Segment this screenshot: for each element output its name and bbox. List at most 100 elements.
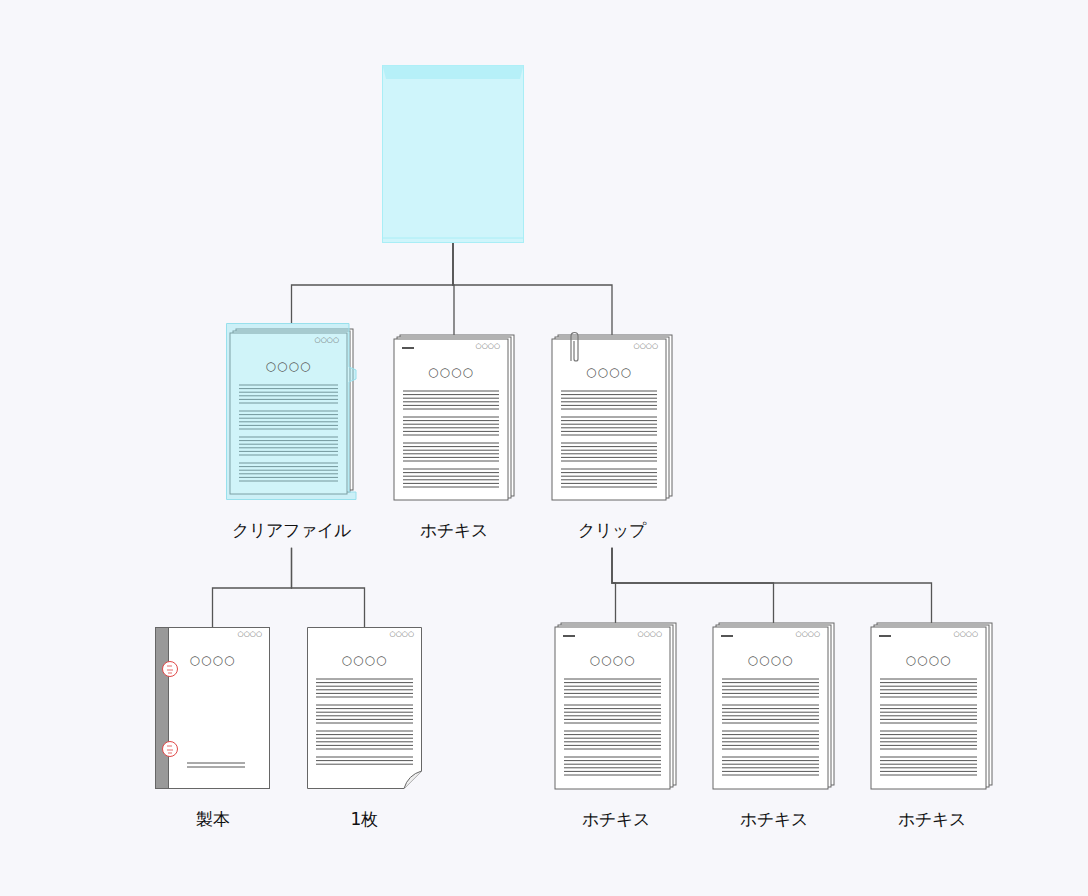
text-line xyxy=(316,760,413,761)
text-line xyxy=(564,712,661,713)
text-line xyxy=(564,734,661,735)
tree-connector xyxy=(453,243,612,335)
text-line xyxy=(564,764,661,765)
text-line xyxy=(880,731,977,732)
text-line xyxy=(316,719,413,720)
text-line xyxy=(403,450,499,451)
seal-mark xyxy=(167,746,173,753)
text-line xyxy=(880,712,977,713)
text-line xyxy=(316,705,413,706)
text-line xyxy=(403,405,499,406)
binding-strip xyxy=(156,628,169,789)
text-line xyxy=(316,708,413,709)
document-illustration xyxy=(394,335,514,500)
title-mark: ○○○○ xyxy=(586,366,632,379)
text-line xyxy=(564,741,661,742)
text-line xyxy=(561,391,657,392)
document-node: ○○○○○○○○クリップ xyxy=(552,335,672,500)
text-line xyxy=(403,401,499,402)
text-line xyxy=(880,723,977,724)
staple xyxy=(563,635,575,637)
envelope xyxy=(383,66,524,243)
text-line xyxy=(403,487,499,488)
caption: 製本 xyxy=(196,810,230,829)
text-line xyxy=(561,435,657,436)
staple xyxy=(402,347,414,349)
text-line xyxy=(403,409,499,410)
text-line xyxy=(561,450,657,451)
text-line xyxy=(316,679,413,680)
text-line xyxy=(564,775,661,776)
caption: クリアファイル xyxy=(232,521,351,540)
text-line xyxy=(564,760,661,761)
document-illustration xyxy=(555,623,676,789)
text-line xyxy=(561,469,657,470)
text-line xyxy=(561,409,657,410)
document-illustration xyxy=(713,623,834,789)
title-mark: ○○○○ xyxy=(428,366,474,379)
text-line xyxy=(316,745,413,746)
text-line xyxy=(722,771,819,772)
text-line xyxy=(722,723,819,724)
text-line xyxy=(403,476,499,477)
text-line xyxy=(316,686,413,687)
text-line xyxy=(561,479,657,480)
text-line xyxy=(880,760,977,761)
text-line xyxy=(880,771,977,772)
text-line xyxy=(880,749,977,750)
text-line xyxy=(722,719,819,720)
text-line xyxy=(880,715,977,716)
tree-connector xyxy=(292,243,454,323)
text-line xyxy=(880,719,977,720)
title-mark: ○○○○ xyxy=(342,654,388,667)
text-line xyxy=(722,715,819,716)
text-line xyxy=(564,686,661,687)
text-line xyxy=(880,764,977,765)
text-line xyxy=(561,405,657,406)
text-line xyxy=(722,738,819,739)
document-illustration xyxy=(155,627,270,789)
text-line xyxy=(316,738,413,739)
seal-stamp xyxy=(163,662,178,677)
bound-cover xyxy=(156,628,270,789)
text-line xyxy=(403,469,499,470)
text-line xyxy=(564,757,661,758)
single-sheet xyxy=(308,628,422,789)
staple xyxy=(879,635,891,637)
cover-line xyxy=(187,767,245,768)
text-line xyxy=(561,476,657,477)
text-line xyxy=(564,697,661,698)
text-line xyxy=(722,745,819,746)
text-line xyxy=(880,689,977,690)
text-line xyxy=(722,775,819,776)
text-line xyxy=(561,472,657,473)
text-line xyxy=(564,693,661,694)
text-line xyxy=(722,757,819,758)
text-line xyxy=(561,424,657,425)
tree-connector xyxy=(292,548,365,627)
text-line xyxy=(316,764,413,765)
text-line xyxy=(880,697,977,698)
title-mark: ○○○○ xyxy=(590,654,636,667)
text-line xyxy=(316,689,413,690)
seal-mark xyxy=(167,666,173,673)
document-node: ○○○○○○○○1枚 xyxy=(307,627,422,789)
text-line xyxy=(403,446,499,447)
caption: ホチキス xyxy=(740,810,808,829)
text-line xyxy=(722,697,819,698)
text-line xyxy=(403,443,499,444)
front-sheet xyxy=(552,339,666,500)
document-node: ○○○○○○○○ホチキス xyxy=(394,335,514,500)
text-line xyxy=(880,679,977,680)
text-line xyxy=(316,693,413,694)
cover-line xyxy=(187,763,245,764)
front-sheet xyxy=(394,339,508,500)
caption: ホチキス xyxy=(420,521,488,540)
text-line xyxy=(561,446,657,447)
text-line xyxy=(561,487,657,488)
text-line xyxy=(564,738,661,739)
title-mark: ○○○○ xyxy=(190,654,236,667)
text-line xyxy=(561,443,657,444)
caption: 1枚 xyxy=(351,810,379,829)
